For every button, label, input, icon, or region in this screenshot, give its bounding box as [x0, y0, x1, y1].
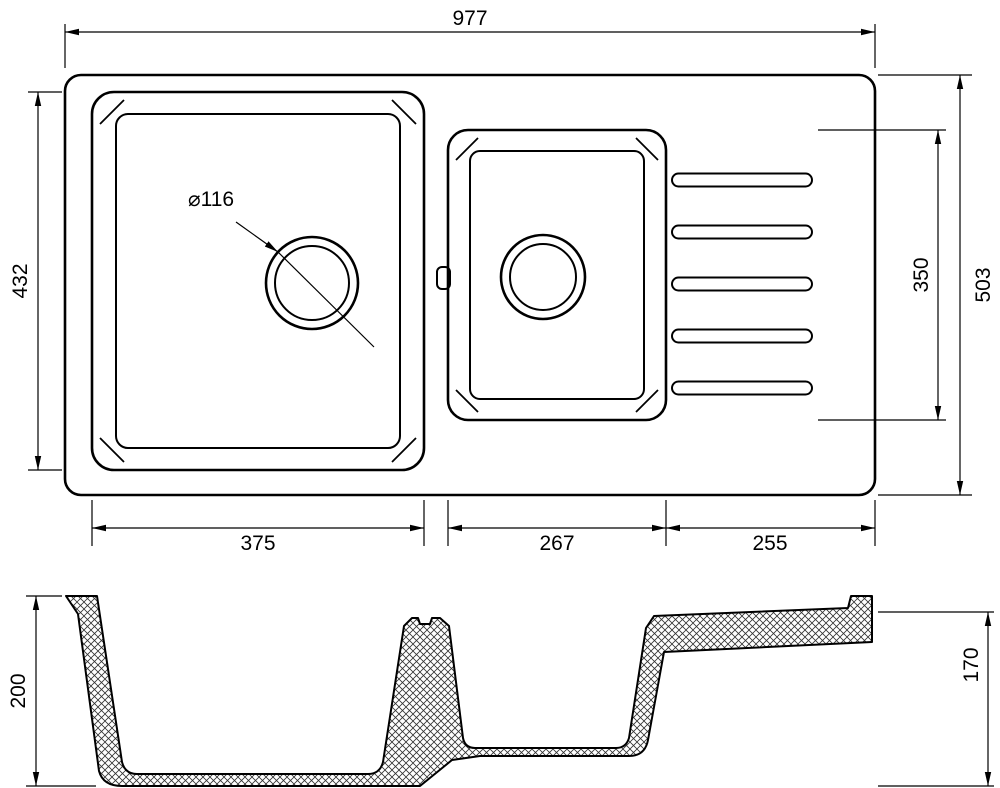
section-view: 200 170 — [7, 595, 994, 787]
drainboard-width-label: 255 — [752, 532, 787, 555]
secondary-drain-outer — [499, 233, 587, 321]
main-bowl-width-label: 375 — [240, 532, 275, 555]
corner-chamfer — [391, 99, 417, 125]
corner-chamfer — [635, 389, 659, 413]
dim-inner-right-depth: 350 — [818, 129, 946, 421]
overall-width-label: 977 — [452, 7, 487, 30]
right-depth-label: 170 — [960, 647, 983, 682]
main-bowl — [90, 90, 426, 472]
drainboard-groove — [671, 172, 813, 188]
overflow-notch — [436, 266, 451, 290]
secondary-drain-inner — [509, 243, 577, 311]
dim-drainboard-width: 255 — [666, 500, 876, 555]
dim-second-bowl-width: 267 — [447, 500, 667, 555]
main-drain-outer — [264, 235, 360, 331]
overall-depth-label: 503 — [972, 267, 995, 302]
dim-main-bowl-depth: 200 — [7, 595, 96, 787]
dim-overall-width: 977 — [64, 7, 876, 68]
main-drain-inner — [274, 245, 350, 321]
drainboard-groove — [671, 224, 813, 240]
corner-chamfer — [635, 137, 659, 161]
corner-chamfer — [455, 137, 479, 161]
drainboard-groove — [671, 380, 813, 396]
left-depth-label: 432 — [9, 263, 32, 298]
second-bowl-width-label: 267 — [539, 532, 574, 555]
corner-chamfer — [99, 437, 125, 463]
drain-diameter-label: ⌀116 — [188, 188, 234, 211]
corner-chamfer — [455, 389, 479, 413]
dim-main-bowl-width: 375 — [91, 500, 425, 555]
corner-chamfer — [391, 437, 417, 463]
secondary-bowl — [446, 128, 668, 422]
drainboard-groove — [671, 276, 813, 292]
drainboard-groove — [671, 328, 813, 344]
dim-right-depth: 170 — [878, 611, 994, 787]
dim-left-depth: 432 — [9, 91, 62, 471]
main-bowl-depth-label: 200 — [7, 673, 30, 708]
drainboard — [671, 172, 813, 396]
inner-right-depth-label: 350 — [910, 257, 933, 292]
corner-chamfer — [99, 99, 125, 125]
dim-overall-depth: 503 — [878, 74, 995, 496]
top-view: ⌀116 977 — [9, 7, 995, 555]
section-material — [65, 595, 873, 787]
dim-drain-diameter: ⌀116 — [188, 188, 375, 348]
